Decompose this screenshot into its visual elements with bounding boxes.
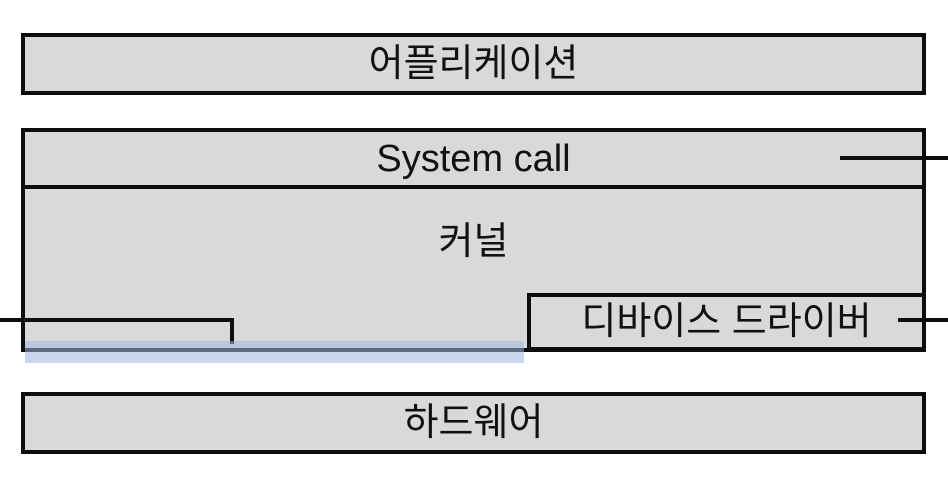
kernel-label: 커널 [438, 221, 509, 263]
application-label: 어플리케이션 [368, 43, 579, 85]
system-call-label: System call [376, 137, 571, 180]
device-driver-label: 디바이스 드라이버 [581, 301, 872, 343]
kernel-bottom-connector-line-vertical [230, 318, 234, 344]
kernel-bottom-highlight-bar [25, 341, 524, 363]
kernel-bottom-connector-line-horizontal [0, 318, 234, 322]
kernel-label-row: 커널 [25, 211, 922, 273]
system-call-connector-line [840, 156, 948, 160]
device-driver-connector-line [898, 318, 948, 322]
kernel-box: System call 커널 [21, 128, 926, 352]
hardware-box: 하드웨어 [21, 392, 926, 454]
hardware-label: 하드웨어 [403, 402, 544, 444]
device-driver-box: 디바이스 드라이버 [527, 293, 926, 351]
system-call-band: System call [25, 132, 922, 189]
application-box: 어플리케이션 [21, 33, 926, 95]
